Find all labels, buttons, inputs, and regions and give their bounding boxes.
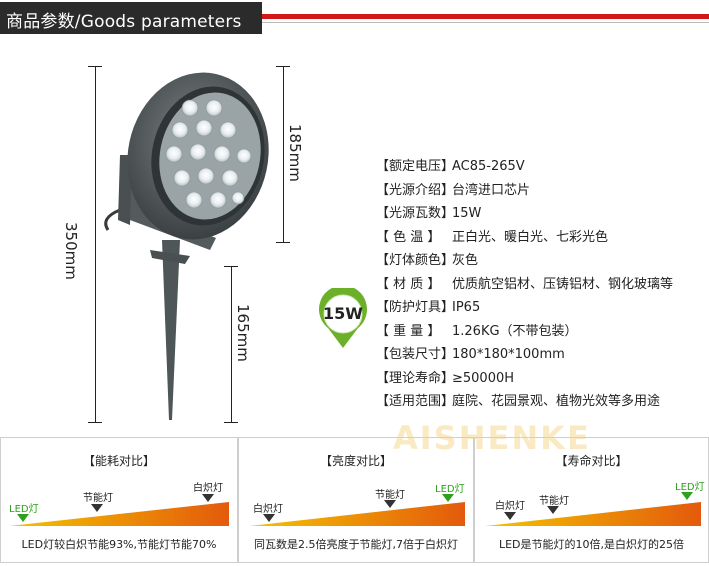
spec-key: 【包装尺寸】 [376,347,455,362]
label-led: LED灯 [675,482,705,493]
spec-value: ≥50000H [452,370,515,386]
header-grey-rule [262,22,709,23]
spec-value: IP65 [452,300,481,315]
label-incandescent: 白炽灯 [253,504,283,515]
spec-row: 【 材 质 】优质航空铝材、压铸铝材、钢化玻璃等 [376,273,673,292]
spec-value: 庭院、花园景观、植物光效等多用途 [452,394,661,409]
spec-value: 15W [452,206,482,221]
spec-key: 【理论寿命】 [376,370,455,386]
comparison-wedge [9,502,229,526]
label-cfl: 节能灯 [539,496,569,507]
panel-caption: 同瓦数是2.5倍亮度于节能灯,7倍于白炽灯 [254,538,458,551]
panel-brightness: 【亮度对比】 白炽灯 节能灯 LED灯 同瓦数是2.5倍亮度于节能灯,7倍于白炽… [238,437,474,563]
marker-incandescent [504,512,516,520]
spec-row: 【适用范围】庭院、花园景观、植物光效等多用途 [376,390,660,409]
dim-head-line [283,66,284,242]
spec-key: 【 色 温 】 [376,229,441,245]
spec-row: 【光源介绍】台湾进口芯片 [376,179,530,198]
spec-value: AC85-265V [452,159,525,174]
panel-title: 【寿命对比】 [555,454,628,468]
dim-label-stake: 165mm [234,304,252,362]
watermark: AISHENKE [393,419,591,457]
dim-label-head: 185mm [286,124,304,182]
header-red-bar [262,14,709,19]
comparison-wedge [485,502,701,526]
spec-value: 180*180*100mm [452,347,565,362]
product-illustration [104,72,269,420]
dim-label-total: 350mm [62,222,80,280]
panel-energy: 【能耗对比】 LED灯 节能灯 白炽灯 LED灯较白炽节能93%,节能灯节能70… [0,437,238,563]
spec-key: 【光源介绍】 [376,182,455,198]
spec-value: 灰色 [452,253,479,268]
spec-key: 【适用范围】 [376,394,455,409]
panel-caption: LED是节能灯的10倍,是白炽灯的25倍 [498,538,685,551]
header-title-background [0,2,262,34]
spec-value: 正白光、暖白光、七彩光色 [452,229,609,245]
marker-led [681,492,693,500]
marker-led [442,494,454,502]
label-incandescent: 白炽灯 [495,501,525,512]
panel-title: 【能耗对比】 [82,454,155,468]
label-cfl: 节能灯 [83,493,113,504]
spec-row: 【光源瓦数】15W [376,202,481,221]
comparison-wedge [249,502,465,526]
marker-incandescent [263,514,275,522]
wattage-badge-label: 15W [323,304,363,323]
spec-value: 台湾进口芯片 [452,182,531,198]
spec-key: 【 材 质 】 [376,276,441,292]
label-incandescent: 白炽灯 [193,483,223,494]
spec-value: 1.26KG（不带包装） [452,323,578,339]
marker-cfl [91,504,103,512]
dim-stake-line [231,266,232,422]
spec-key: 【 重 量 】 [376,323,441,339]
spec-row: 【包装尺寸】180*180*100mm [376,343,565,362]
spec-key: 【光源瓦数】 [376,206,455,221]
panel-title: 【亮度对比】 [319,454,392,468]
label-cfl: 节能灯 [375,490,405,501]
dim-stake-bottom-tick [224,422,238,423]
marker-incandescent [202,494,214,502]
section-header: 商品参数/Goods parameters [0,0,709,38]
spec-key: 【灯体颜色】 [376,253,455,268]
label-led: LED灯 [435,484,465,495]
header-title: 商品参数/Goods parameters [6,12,242,32]
marker-led [17,514,29,522]
spec-row: 【防护灯具】IP65 [376,296,480,315]
spec-row: 【理论寿命】≥50000H [376,367,514,386]
dim-total-line [95,66,96,423]
panel-caption: LED灯较白炽节能93%,节能灯节能70% [21,538,217,551]
spec-row: 【 重 量 】 1.26KG（不带包装） [376,320,578,339]
dim-total-bottom-tick [88,422,102,423]
wattage-badge [319,288,367,348]
spec-row: 【额定电压】AC85-265V [376,155,525,174]
marker-cfl [384,500,396,508]
marker-cfl [547,506,559,514]
spec-value: 优质航空铝材、压铸铝材、钢化玻璃等 [452,276,674,292]
spec-row: 【灯体颜色】灰色 [376,249,478,268]
spec-key: 【防护灯具】 [376,300,455,315]
spec-row: 【 色 温 】正白光、暖白光、七彩光色 [376,226,608,245]
label-led: LED灯 [9,504,39,515]
panel-lifespan: 【寿命对比】 白炽灯 节能灯 LED灯 LED是节能灯的10倍,是白炽灯的25倍 [474,437,709,563]
dim-head-bottom-tick [276,242,290,243]
spec-key: 【额定电压】 [376,159,455,174]
